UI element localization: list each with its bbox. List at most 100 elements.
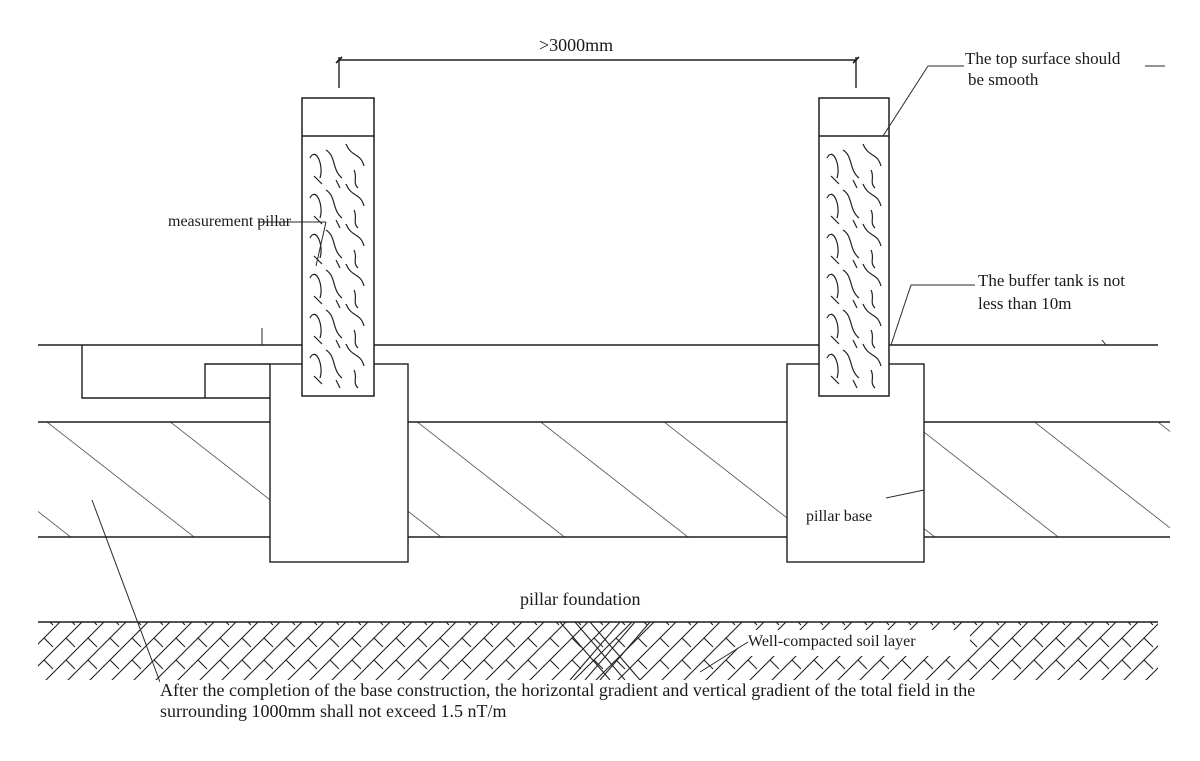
dimension-label: >3000mm	[539, 35, 614, 55]
concrete-texture-stroke	[353, 169, 359, 189]
concrete-texture-stroke	[842, 229, 860, 259]
buffer-tank-note: The buffer tank is not less than 10m	[978, 270, 1125, 314]
concrete-texture-stroke	[862, 303, 882, 327]
concrete-texture-stroke	[335, 179, 341, 189]
concrete-texture-stroke	[842, 189, 860, 219]
concrete-texture-stroke	[353, 329, 359, 349]
concrete-texture-stroke	[870, 369, 876, 389]
concrete-texture-stroke	[862, 343, 882, 367]
concrete-texture-stroke	[830, 215, 840, 225]
concrete-texture-stroke	[842, 149, 860, 179]
concrete-texture-stroke	[842, 269, 860, 299]
concrete-texture-stroke	[870, 249, 876, 269]
concrete-texture-stroke	[309, 313, 322, 339]
concrete-texture-stroke	[345, 263, 365, 287]
measurement-pillar-left	[301, 97, 375, 397]
hatched-soil-band	[38, 421, 1170, 538]
concrete-texture-right	[826, 143, 882, 389]
concrete-texture-stroke	[345, 143, 365, 167]
top-surface-note-line1: The top surface should	[965, 49, 1121, 68]
concrete-texture-stroke	[826, 353, 839, 379]
concrete-texture-stroke	[353, 249, 359, 269]
concrete-texture-stroke	[830, 295, 840, 305]
measurement-pillar-right	[818, 97, 890, 397]
concrete-texture-stroke	[313, 215, 323, 225]
concrete-texture-stroke	[325, 229, 343, 259]
concrete-texture-left	[309, 143, 365, 389]
left-step-slab	[81, 345, 270, 399]
concrete-texture-stroke	[313, 335, 323, 345]
concrete-texture-stroke	[852, 259, 858, 269]
concrete-texture-stroke	[852, 379, 858, 389]
concrete-texture-stroke	[830, 335, 840, 345]
concrete-texture-stroke	[309, 353, 322, 379]
concrete-texture-stroke	[325, 189, 343, 219]
concrete-texture-stroke	[353, 369, 359, 389]
concrete-texture-stroke	[325, 309, 343, 339]
concrete-texture-stroke	[852, 299, 858, 309]
construction-note-line1: After the completion of the base constru…	[160, 680, 976, 700]
construction-note: After the completion of the base constru…	[160, 680, 980, 722]
concrete-texture-stroke	[870, 329, 876, 349]
pillar-base-label: pillar base	[806, 508, 873, 525]
concrete-texture-stroke	[309, 153, 322, 179]
concrete-texture-stroke	[313, 375, 323, 385]
concrete-texture-stroke	[826, 193, 839, 219]
concrete-texture-stroke	[335, 339, 341, 349]
concrete-texture-stroke	[852, 179, 858, 189]
concrete-texture-stroke	[842, 349, 860, 379]
buffer-tank-note-line1: The buffer tank is not	[978, 271, 1125, 290]
ground-surface	[38, 328, 1158, 346]
pillar-base-left	[269, 363, 409, 563]
concrete-texture-stroke	[870, 169, 876, 189]
soil-layer-label: Well-compacted soil layer	[748, 633, 916, 650]
concrete-texture-stroke	[335, 379, 341, 389]
concrete-texture-stroke	[345, 223, 365, 247]
concrete-texture-stroke	[335, 299, 341, 309]
concrete-texture-stroke	[353, 209, 359, 229]
concrete-texture-stroke	[826, 233, 839, 259]
concrete-texture-stroke	[345, 343, 365, 367]
concrete-texture-stroke	[852, 219, 858, 229]
leader-lines	[91, 65, 1165, 683]
concrete-texture-stroke	[325, 349, 343, 379]
pillar-foundation-label: pillar foundation	[520, 589, 641, 609]
concrete-texture-stroke	[325, 149, 343, 179]
concrete-texture-stroke	[313, 255, 323, 265]
concrete-texture-stroke	[345, 183, 365, 207]
concrete-texture-stroke	[830, 255, 840, 265]
concrete-texture-stroke	[325, 269, 343, 299]
dimension-line	[335, 56, 860, 88]
concrete-texture-stroke	[870, 289, 876, 309]
concrete-texture-stroke	[313, 175, 323, 185]
concrete-texture-stroke	[842, 309, 860, 339]
concrete-texture-stroke	[309, 193, 322, 219]
compacted-soil-layer	[38, 621, 1158, 680]
concrete-texture-stroke	[862, 263, 882, 287]
construction-note-line2: surrounding 1000mm shall not exceed 1.5 …	[160, 701, 507, 721]
concrete-texture-stroke	[313, 295, 323, 305]
concrete-texture-stroke	[335, 259, 341, 269]
measurement-pillar-label: measurement pillar	[168, 213, 292, 230]
concrete-texture-stroke	[335, 219, 341, 229]
pillar-base-right	[786, 363, 925, 563]
concrete-texture-stroke	[862, 183, 882, 207]
concrete-texture-stroke	[852, 339, 858, 349]
concrete-texture-stroke	[870, 209, 876, 229]
concrete-texture-stroke	[345, 303, 365, 327]
concrete-texture-stroke	[862, 143, 882, 167]
concrete-texture-stroke	[862, 223, 882, 247]
concrete-texture-stroke	[309, 273, 322, 299]
concrete-texture-stroke	[830, 175, 840, 185]
top-surface-note: The top surface should be smooth	[965, 48, 1120, 90]
buffer-tank-note-line2: less than 10m	[978, 294, 1072, 313]
concrete-texture-stroke	[826, 273, 839, 299]
concrete-texture-stroke	[309, 233, 322, 259]
top-surface-note-line2: be smooth	[968, 70, 1039, 89]
concrete-texture-stroke	[830, 375, 840, 385]
concrete-texture-stroke	[353, 289, 359, 309]
concrete-texture-stroke	[826, 153, 839, 179]
concrete-texture-stroke	[826, 313, 839, 339]
